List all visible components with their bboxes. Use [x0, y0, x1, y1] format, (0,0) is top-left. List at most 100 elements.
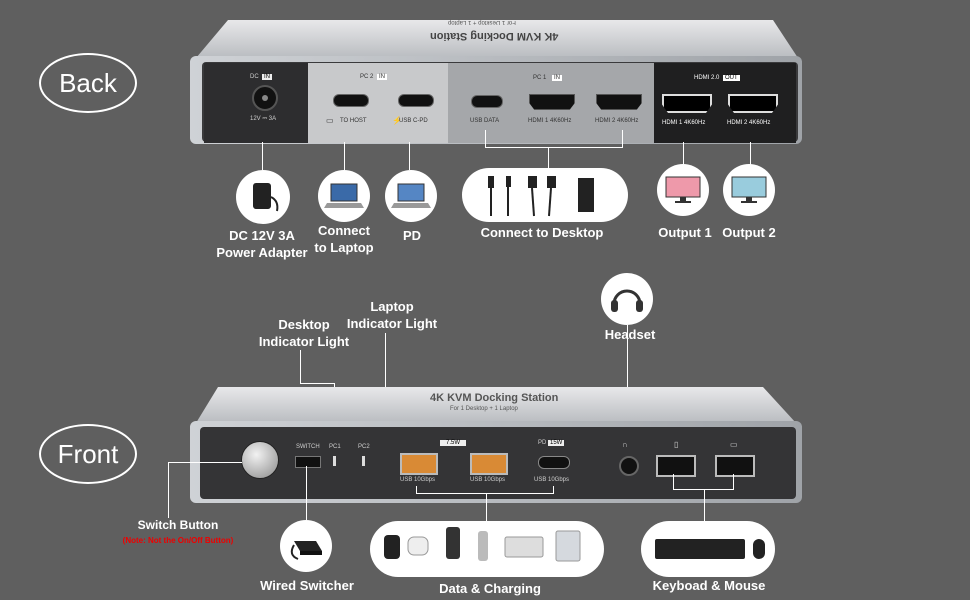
usb-a-port-1[interactable]	[400, 453, 438, 475]
dc-rating: 12V ⎓ 3A	[250, 116, 277, 122]
line-data-v	[486, 493, 487, 521]
switch-note: (Note: Not the On/Off Button)	[122, 536, 234, 545]
line-switcher	[306, 466, 307, 520]
bolt-icon: ⚡	[392, 116, 402, 125]
pc1-port3-label: HDMI 2 4K60Hz	[595, 118, 639, 124]
pc2-indicator-light	[362, 456, 365, 466]
pc1-hdmi1-port[interactable]	[529, 94, 575, 110]
headset-icon	[601, 273, 653, 325]
hdmi-out-label: HDMI 2.0	[694, 75, 720, 81]
headphone-small-icon: ∩	[622, 440, 628, 449]
line-kb-h	[673, 489, 734, 490]
line-out1	[683, 142, 684, 165]
usb-a-port-2[interactable]	[470, 453, 508, 475]
laptop-icon	[318, 170, 370, 222]
power-adapter-label: DC 12V 3A Power Adapter	[216, 228, 308, 260]
line-pd	[409, 142, 410, 170]
line-pc1-a	[485, 130, 486, 148]
switch-label: SWITCH	[296, 444, 320, 450]
dc-badge: IN	[262, 74, 272, 80]
pc1-usb-data-port[interactable]	[471, 95, 503, 108]
audio-jack[interactable]	[619, 456, 639, 476]
pd-label: PD	[402, 228, 422, 243]
switch-knob[interactable]	[241, 441, 279, 479]
pd-front-label: PD	[538, 440, 547, 446]
keyboard-small-icon: ▭	[730, 440, 738, 449]
hdmi-out-badge: OUT	[723, 75, 740, 81]
line-pc1-v	[548, 147, 549, 169]
pc1-hdmi2-port[interactable]	[596, 94, 642, 110]
line-switch-v	[168, 462, 169, 518]
front-top-subtext: For 1 Desktop + 1 Laptop	[450, 406, 518, 412]
switcher-port[interactable]	[295, 456, 321, 468]
front-section-label: Front	[39, 424, 137, 484]
usbc-label: USB 10Gbps	[534, 477, 570, 483]
pc1-label: PC 1	[533, 75, 547, 81]
out-hdmi1-port[interactable]	[662, 94, 712, 113]
connect-laptop-label: Connect to Laptop	[314, 223, 374, 255]
back-top-text: 4K KVM Docking Station	[430, 30, 559, 42]
wired-switcher-label: Wired Switcher	[260, 578, 354, 593]
line-kb-a	[673, 474, 674, 490]
usb-a-keyboard-port[interactable]	[715, 455, 755, 477]
pc2-usbc-host-port[interactable]	[333, 94, 369, 107]
usb1-label: USB 10Gbps	[400, 477, 436, 483]
pc1-badge: IN	[552, 75, 562, 81]
front-title: Front	[57, 438, 119, 469]
out-hdmi2-port[interactable]	[728, 94, 778, 113]
pc1-indicator-light	[333, 456, 336, 466]
keyboard-mouse-icon	[641, 521, 775, 577]
laptop-light-label: Laptop Indicator Light	[346, 299, 438, 331]
pc2-badge: IN	[377, 74, 387, 80]
line-headset	[627, 325, 628, 423]
out-port2-label: HDMI 2 4K60Hz	[727, 120, 771, 126]
desktop-light-label: Desktop Indicator Light	[258, 317, 350, 349]
pc1-port1-label: USB DATA	[470, 118, 500, 124]
line-out2	[750, 142, 751, 165]
pc2-port1-label: TO HOST	[340, 118, 367, 124]
line-data-a	[416, 486, 417, 494]
line-kb-v	[704, 489, 705, 521]
monitor-1-icon	[657, 164, 709, 216]
line-data-b	[553, 486, 554, 494]
dc-jack[interactable]	[252, 85, 278, 111]
usb-power-badge: 7.5W	[440, 440, 467, 446]
line-dc	[262, 142, 263, 170]
data-charging-label: Data & Charging	[439, 581, 541, 596]
back-top-subtext: For 1 Desktop + 1 Laptop	[448, 19, 516, 25]
wired-switcher-icon	[280, 520, 332, 572]
switch-button-label: Switch Button	[137, 518, 219, 532]
out-port1-label: HDMI 1 4K60Hz	[662, 120, 706, 126]
pc2-usbc-pd-port[interactable]	[398, 94, 434, 107]
connect-desktop-label: Connect to Desktop	[480, 225, 604, 240]
devices-icon	[370, 521, 604, 577]
back-section-label: Back	[39, 53, 137, 113]
pc2-port2-label: USB C-PD	[399, 118, 428, 124]
monitor-2-icon	[723, 164, 775, 216]
desktop-cables-icon	[462, 168, 628, 222]
output-1-label: Output 1	[658, 225, 712, 240]
back-title: Back	[59, 67, 117, 98]
usb2-label: USB 10Gbps	[470, 477, 506, 483]
pc2-light-label: PC2	[358, 444, 370, 450]
line-switch-h	[168, 462, 242, 463]
pc1-light-label: PC1	[329, 444, 341, 450]
mouse-small-icon: ▯	[674, 440, 679, 449]
dc-label: DC	[250, 74, 259, 80]
line-laptop-light	[385, 333, 386, 403]
line-desktop-light-v	[300, 350, 301, 384]
headset-label: Headset	[604, 327, 656, 342]
keyboard-mouse-label: Keyboad & Mouse	[652, 578, 766, 593]
power-adapter-icon	[236, 170, 290, 224]
pd-laptop-icon	[385, 170, 437, 222]
pd-power-badge: 15W	[548, 440, 565, 446]
pc1-port2-label: HDMI 1 4K60Hz	[528, 118, 572, 124]
usb-a-mouse-port[interactable]	[656, 455, 696, 477]
line-pc1-b	[622, 130, 623, 148]
line-data-h	[416, 493, 554, 494]
usb-c-front-port[interactable]	[538, 456, 570, 469]
line-kb-b	[733, 474, 734, 490]
line-pc1-h	[485, 147, 623, 148]
line-laptop	[344, 142, 345, 170]
line-desktop-light-h	[300, 383, 335, 384]
